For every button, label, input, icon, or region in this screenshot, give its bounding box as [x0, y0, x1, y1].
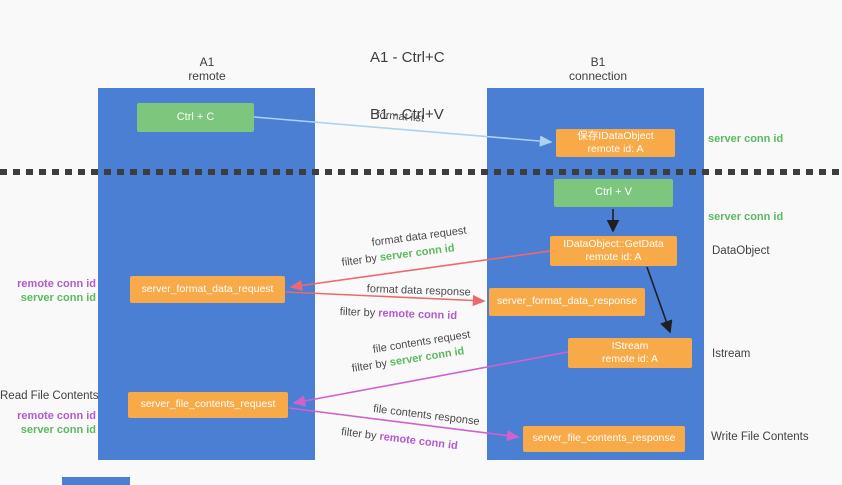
node-server-file-contents-response: server_file_contents_response: [523, 426, 685, 452]
node-idataobject-getdata: IDataObject::GetData remote id: A: [550, 236, 677, 266]
filter-by-text: filter by: [340, 426, 378, 443]
phase-divider-dotted-line: [0, 169, 842, 175]
file-contents-response-label: file contents response: [372, 403, 481, 428]
node-getdata-line1: IDataObject::GetData: [563, 237, 664, 250]
node-istream-line1: IStream: [611, 339, 649, 352]
remote-conn-id-annotation-1: remote conn id: [17, 278, 96, 290]
node-save-idataobject-line1: 保存IDataObject: [577, 129, 654, 142]
server-conn-id-annotation-top: server conn id: [708, 133, 784, 145]
node-server-format-data-request: server_format_data_request: [130, 276, 285, 303]
write-file-contents-annotation: Write File Contents: [711, 431, 809, 443]
node-server-format-data-response: server_format_data_response: [489, 288, 645, 316]
read-file-contents-annotation: Read File Contents: [0, 390, 99, 402]
column-a1-subtitle: remote: [188, 69, 226, 83]
remote-conn-id-text: remote conn id: [378, 307, 458, 323]
server-conn-id-annotation-mid: server conn id: [708, 211, 784, 223]
istream-annotation: Istream: [712, 348, 751, 360]
column-b1-id: B1: [590, 55, 606, 69]
node-ctrl-v: Ctrl + V: [554, 179, 673, 207]
column-a1-id: A1: [199, 55, 215, 69]
file-request-annotations: Read File Contents remote conn id server…: [0, 389, 99, 437]
node-server-file-contents-request: server_file_contents_request: [128, 392, 288, 418]
filter-by-text: filter by: [341, 252, 378, 269]
filter-by-text: filter by: [351, 357, 388, 375]
column-header-a1: A1 remote: [157, 55, 257, 83]
node-format-response-label: server_format_data_response: [496, 295, 638, 308]
bottom-partial-box: [62, 477, 130, 485]
node-file-request-label: server_file_contents_request: [140, 398, 276, 411]
remote-conn-id-text: remote conn id: [378, 430, 459, 453]
node-save-idataobject-line2: remote id: A: [587, 143, 644, 155]
node-getdata-line2: remote id: A: [585, 251, 642, 263]
node-ctrl-c-label: Ctrl + C: [176, 110, 215, 123]
node-ctrl-c: Ctrl + C: [137, 103, 254, 132]
remote-conn-id-annotation-2: remote conn id: [17, 410, 96, 422]
node-file-response-label: server_file_contents_response: [532, 432, 676, 445]
server-conn-id-annotation-2: server conn id: [20, 424, 96, 436]
node-istream: IStream remote id: A: [568, 338, 692, 368]
format-request-conn-ids: remote conn id server conn id: [0, 277, 96, 305]
column-b1-subtitle: connection: [568, 69, 628, 83]
server-conn-id-annotation-1: server conn id: [20, 292, 96, 304]
title-line-1: A1 - Ctrl+C: [370, 49, 445, 66]
node-ctrl-v-label: Ctrl + V: [595, 186, 632, 199]
node-istream-line2: remote id: A: [601, 353, 659, 365]
filter-by-text: filter by: [339, 306, 376, 320]
node-save-idataobject: 保存IDataObject remote id: A: [556, 129, 675, 157]
node-format-request-label: server_format_data_request: [141, 282, 274, 295]
format-data-request-filter-label: filter byserver conn id: [341, 242, 455, 269]
dataobject-annotation: DataObject: [712, 245, 770, 257]
column-header-b1: B1 connection: [548, 55, 648, 83]
format-data-response-label: format data response: [366, 283, 471, 299]
